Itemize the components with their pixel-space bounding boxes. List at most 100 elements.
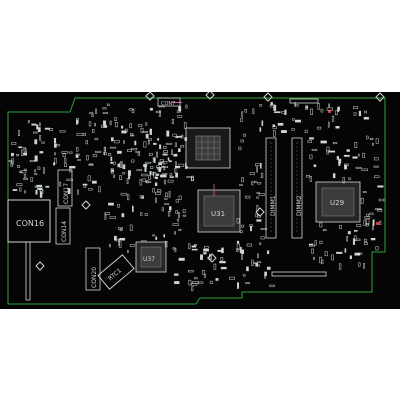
smd-part <box>272 124 276 127</box>
smd-part <box>102 112 109 114</box>
smd-part <box>109 216 116 219</box>
smd-part <box>162 173 168 175</box>
con14-connector <box>55 207 71 245</box>
smd-part <box>168 191 171 198</box>
smd-part <box>375 246 379 251</box>
smd-part <box>37 127 41 133</box>
smd-part <box>217 249 224 252</box>
smd-part <box>103 125 108 128</box>
smd-part <box>201 269 205 275</box>
smd-part <box>362 191 367 194</box>
smd-part <box>344 248 347 253</box>
smd-part <box>334 110 338 116</box>
smd-part <box>109 243 111 248</box>
mounting-hole <box>263 92 273 102</box>
smd-part <box>256 205 259 212</box>
smd-part <box>264 275 267 279</box>
smd-part <box>219 261 226 264</box>
smd-part <box>132 205 134 212</box>
smd-part <box>375 208 382 210</box>
smd-part <box>319 222 323 228</box>
smd-part <box>126 178 129 185</box>
red-marker <box>328 110 331 113</box>
mounting-hole <box>205 92 215 100</box>
smd-part <box>354 142 358 148</box>
smd-part <box>135 151 141 153</box>
smd-part <box>250 225 252 232</box>
smd-part <box>339 225 342 229</box>
pcb-layout-svg: CON7 CON16 CON17 CON14 CON20 RTC1 <box>7 92 386 305</box>
u29-label: U29 <box>330 199 344 207</box>
smd-part <box>163 150 168 153</box>
smd-part <box>155 197 157 203</box>
smd-part <box>292 118 295 121</box>
con17-connector <box>57 169 73 207</box>
smd-part <box>326 107 333 111</box>
smd-part <box>193 244 198 246</box>
smd-part <box>19 187 22 192</box>
smd-part <box>319 256 322 264</box>
smd-part <box>61 151 68 154</box>
smd-part <box>373 165 379 168</box>
smd-part <box>188 243 191 250</box>
smd-part <box>164 197 168 200</box>
smd-part <box>156 151 158 158</box>
smd-part <box>177 218 180 222</box>
smd-part <box>161 166 169 168</box>
smd-part <box>31 123 37 126</box>
smd-part <box>21 149 24 156</box>
smd-part <box>348 177 352 180</box>
smd-part <box>364 216 371 219</box>
smd-part <box>254 180 257 183</box>
smd-part <box>178 257 185 261</box>
smd-part <box>164 203 169 206</box>
u29-chip: U29 <box>315 181 361 223</box>
smd-part <box>182 209 186 213</box>
smd-part <box>39 151 44 154</box>
smd-part <box>284 109 287 115</box>
smd-part <box>64 163 67 167</box>
mounting-hole <box>81 200 91 210</box>
smd-part <box>240 118 243 122</box>
smd-part <box>178 148 181 152</box>
smd-part <box>197 281 204 284</box>
smd-part <box>8 160 13 162</box>
smd-part <box>249 224 253 227</box>
smd-part <box>117 163 120 168</box>
smd-part <box>23 152 28 156</box>
smd-part <box>272 126 277 129</box>
smd-part <box>309 154 313 160</box>
smd-part <box>173 153 178 157</box>
dimm1-slot <box>265 137 277 239</box>
smd-part <box>244 195 251 199</box>
smd-part <box>332 173 336 179</box>
smd-part <box>140 240 147 243</box>
watermark-text: realschematic.com <box>300 384 399 394</box>
smd-part <box>264 271 267 276</box>
smd-part <box>111 137 114 142</box>
smd-part <box>178 212 180 218</box>
smd-part <box>374 175 380 178</box>
smd-part <box>161 207 164 212</box>
smd-part <box>87 175 91 182</box>
smd-part <box>363 263 365 269</box>
smd-part <box>157 138 160 141</box>
smd-part <box>366 135 369 140</box>
smd-part <box>113 174 116 178</box>
smd-part <box>23 174 27 178</box>
smd-part <box>121 130 127 134</box>
smd-part <box>24 190 26 194</box>
smd-part <box>261 120 264 126</box>
smd-part <box>76 132 83 136</box>
bottom-connector <box>271 271 327 277</box>
smd-part <box>191 248 198 251</box>
smd-part <box>41 141 45 144</box>
smd-part <box>256 166 258 173</box>
smd-part <box>203 273 206 278</box>
smd-part <box>238 146 242 151</box>
smd-part <box>146 180 149 184</box>
smd-part <box>294 102 297 107</box>
dimm-slots: DIMM1 DIMM2 <box>265 137 303 239</box>
smd-part <box>108 202 114 206</box>
smd-part <box>147 139 150 145</box>
